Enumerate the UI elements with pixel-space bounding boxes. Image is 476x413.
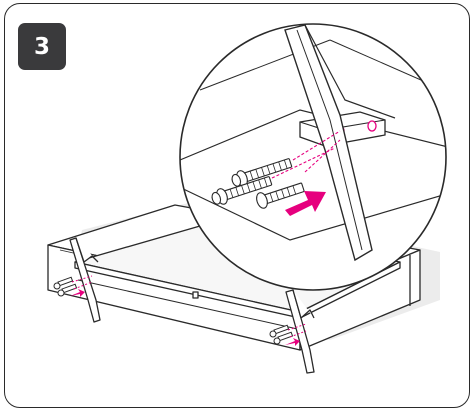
left-screws [53,276,78,297]
zoom-guide-line-1 [292,130,341,161]
left-guide-line [71,275,93,283]
left-arrow-icon [70,289,85,297]
left-guide-line-2 [73,281,93,290]
right-guide-line-2 [289,330,307,338]
left-stand [69,237,101,323]
arrow-right-icon [285,191,326,216]
screw-icon [211,158,305,209]
zoom-guide-line-3 [271,147,336,179]
step-number-badge: 3 [18,23,66,70]
zoom-guide-line-2 [304,139,341,173]
zoom-detail [179,23,447,291]
right-stand [285,289,315,374]
right-screws [269,324,294,345]
right-arrow-icon [285,338,300,346]
right-guide-line [287,323,307,331]
